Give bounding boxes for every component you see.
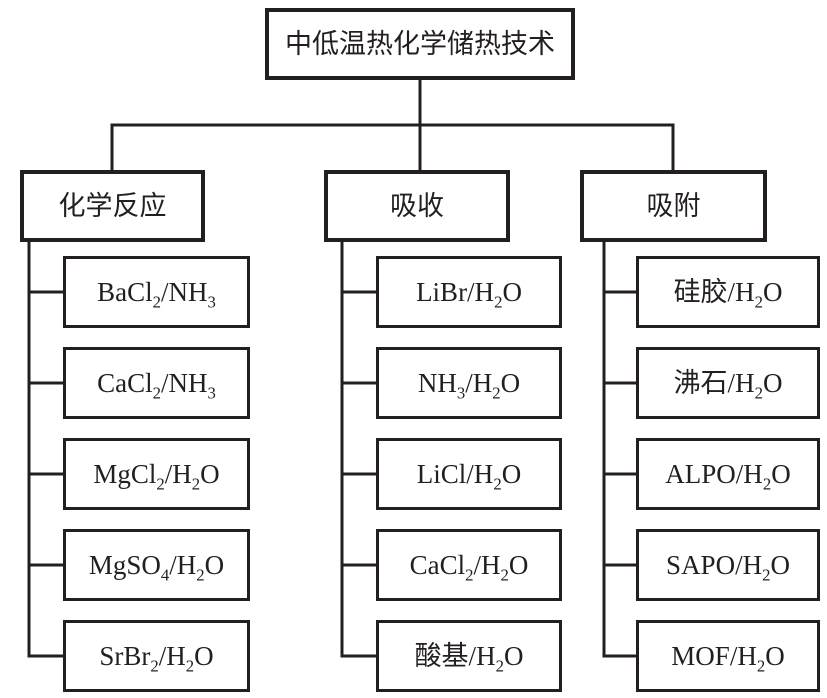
leaf-node: ALPO/H2O bbox=[636, 438, 820, 510]
leaf-node: 酸基/H2O bbox=[376, 620, 562, 692]
leaf-node-label: 沸石/H2O bbox=[673, 367, 783, 402]
leaf-node: CaCl2/H2O bbox=[376, 529, 562, 601]
branch-node: 吸附 bbox=[580, 170, 767, 242]
leaf-node-label: 硅胶/H2O bbox=[673, 276, 783, 311]
leaf-node-label: ALPO/H2O bbox=[665, 458, 791, 493]
leaf-node-label: MgSO4/H2O bbox=[88, 549, 225, 584]
leaf-node: MgSO4/H2O bbox=[63, 529, 250, 601]
leaf-node-label: MOF/H2O bbox=[671, 640, 785, 675]
leaf-node: LiCl/H2O bbox=[376, 438, 562, 510]
branch-node-label: 化学反应 bbox=[58, 190, 167, 221]
leaf-node-label: NH3/H2O bbox=[417, 367, 521, 402]
leaf-node-label: LiBr/H2O bbox=[416, 276, 522, 311]
branch-node: 化学反应 bbox=[20, 170, 205, 242]
leaf-node: LiBr/H2O bbox=[376, 256, 562, 328]
root-node: 中低温热化学储热技术 bbox=[265, 8, 575, 80]
leaf-node: NH3/H2O bbox=[376, 347, 562, 419]
leaf-node: SrBr2/H2O bbox=[63, 620, 250, 692]
leaf-node-label: LiCl/H2O bbox=[416, 458, 522, 493]
leaf-node-label: CaCl2/NH3 bbox=[97, 367, 216, 402]
leaf-node-label: 酸基/H2O bbox=[414, 640, 524, 675]
leaf-node-label: CaCl2/H2O bbox=[409, 549, 529, 584]
branch-node: 吸收 bbox=[324, 170, 510, 242]
branch-node-label: 吸收 bbox=[390, 190, 444, 221]
leaf-node-label: BaCl2/NH3 bbox=[97, 276, 216, 311]
leaf-node: SAPO/H2O bbox=[636, 529, 820, 601]
leaf-node: MgCl2/H2O bbox=[63, 438, 250, 510]
leaf-node: CaCl2/NH3 bbox=[63, 347, 250, 419]
root-label: 中低温热化学储热技术 bbox=[285, 28, 555, 59]
leaf-node-label: MgCl2/H2O bbox=[93, 458, 220, 493]
leaf-node: 硅胶/H2O bbox=[636, 256, 820, 328]
leaf-node: MOF/H2O bbox=[636, 620, 820, 692]
leaf-node-label: SAPO/H2O bbox=[666, 549, 790, 584]
leaf-node-label: SrBr2/H2O bbox=[99, 640, 214, 675]
branch-node-label: 吸附 bbox=[646, 190, 701, 221]
leaf-node: BaCl2/NH3 bbox=[63, 256, 250, 328]
leaf-node: 沸石/H2O bbox=[636, 347, 820, 419]
